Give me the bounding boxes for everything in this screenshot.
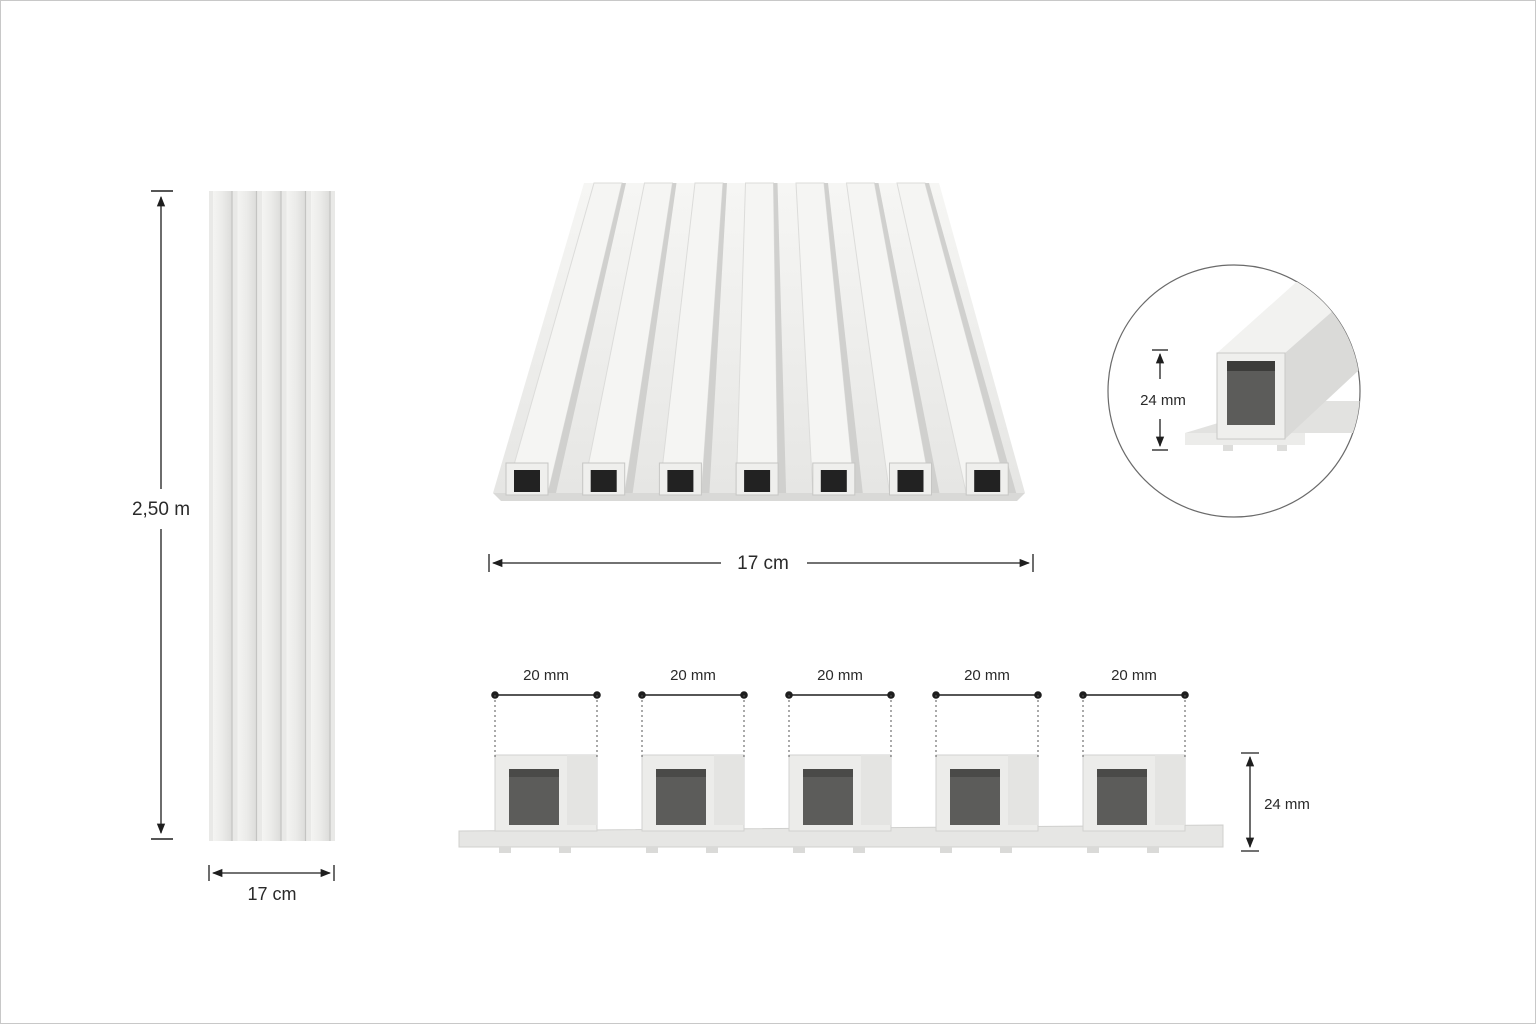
slat-opening bbox=[590, 470, 617, 492]
profile-foot bbox=[853, 847, 865, 853]
slat-width-dimensions: 20 mm 20 mm 20 mm 20 mm 20 mm bbox=[491, 667, 1189, 757]
panel-slats bbox=[213, 191, 331, 841]
slat-width-label: 20 mm bbox=[523, 667, 569, 684]
slat-opening bbox=[820, 470, 847, 492]
profile-height-dimension: 24 mm bbox=[1241, 752, 1310, 852]
slat-detail-circle: 24 mm bbox=[1107, 264, 1361, 518]
profile-foot bbox=[940, 847, 952, 853]
panel-height-label: 2,50 m bbox=[132, 499, 190, 520]
profile-foot bbox=[499, 847, 511, 853]
panel-front-view bbox=[209, 191, 335, 841]
front-slat bbox=[237, 191, 257, 841]
slat-width-label: 20 mm bbox=[964, 667, 1010, 684]
profile-slat-hollow bbox=[950, 769, 1000, 825]
perspective-width-label: 17 cm bbox=[737, 553, 789, 574]
front-width-label: 17 cm bbox=[247, 884, 296, 904]
profile-cross-section: 20 mm 20 mm 20 mm 20 mm 20 mm bbox=[458, 667, 1224, 853]
profile-foot bbox=[706, 847, 718, 853]
profile-foot bbox=[1147, 847, 1159, 853]
slat-opening bbox=[514, 470, 540, 492]
profile-foot bbox=[559, 847, 571, 853]
height-dimension: 2,50 m bbox=[132, 190, 190, 840]
front-slat bbox=[311, 191, 330, 841]
profile-foot bbox=[1087, 847, 1099, 853]
profile-slat-hollow bbox=[1097, 769, 1147, 825]
perspective-width-dimension: 17 cm bbox=[488, 553, 1034, 574]
front-slat bbox=[262, 191, 281, 841]
profile-slat-hollow bbox=[803, 769, 853, 825]
profile-slat-hollow bbox=[656, 769, 706, 825]
detail-height-label: 24 mm bbox=[1140, 392, 1186, 409]
profile-slats bbox=[494, 754, 1186, 853]
perspective-slats bbox=[505, 182, 1017, 494]
slat-width-label: 20 mm bbox=[670, 667, 716, 684]
front-slat bbox=[213, 191, 232, 841]
slat-opening bbox=[897, 470, 924, 492]
slat-width-label: 20 mm bbox=[1111, 667, 1157, 684]
slat-width-label: 20 mm bbox=[817, 667, 863, 684]
profile-foot bbox=[1000, 847, 1012, 853]
slat-opening bbox=[974, 470, 1001, 492]
profile-height-label: 24 mm bbox=[1264, 796, 1310, 813]
profile-slat-hollow bbox=[509, 769, 559, 825]
profile-foot bbox=[793, 847, 805, 853]
panel-perspective-view bbox=[493, 182, 1025, 501]
front-width-dimension: 17 cm bbox=[208, 865, 335, 904]
front-slat bbox=[286, 191, 306, 841]
slat-opening bbox=[667, 470, 694, 492]
perspective-slat-openings bbox=[505, 462, 1009, 496]
profile-foot bbox=[646, 847, 658, 853]
slat-opening bbox=[744, 470, 771, 492]
